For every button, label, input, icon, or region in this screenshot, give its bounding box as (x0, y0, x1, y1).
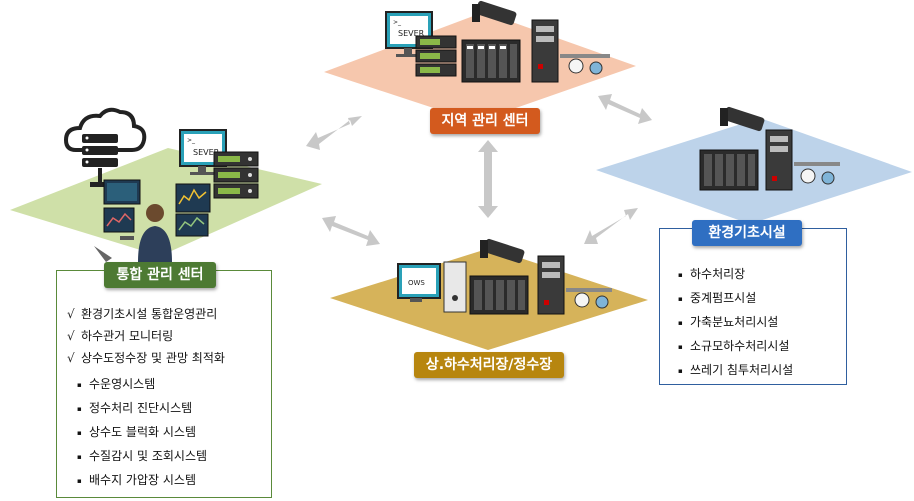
checked-item-text: 상수도정수장 및 관망 최적화 (81, 351, 225, 365)
environment-facilities-info-box: ▪ 하수처리장 ▪ 중계펌프시설 ▪ 가축분뇨처리시설 ▪ 소규모하수처리시설 ▪ 쓰레기… (659, 228, 847, 385)
env-valve-icon (794, 162, 840, 185)
checked-item: √ 환경기초시설 통합운영관리 (67, 305, 225, 327)
arrow-integrated-regional (306, 116, 362, 150)
integrated-sub-list: ▪ 수운영시스템 ▪ 정수처리 진단시스템 ▪ 상수도 블럭화 시스템 ▪ 수질감시 및… (77, 375, 207, 495)
arrow-environment-plant (584, 208, 638, 244)
facility-item: ▪ 하수처리장 (678, 265, 793, 289)
integrated-server-label: SEVER (193, 148, 220, 157)
env-plc-rack-icon (699, 149, 759, 191)
bullet-icon: ▪ (678, 366, 683, 375)
bullet-icon: ▪ (77, 476, 82, 485)
checkmark-icon: √ (67, 329, 75, 343)
environment-facilities-list: ▪ 하수처리장 ▪ 중계펌프시설 ▪ 가축분뇨처리시설 ▪ 소규모하수처리시설 ▪ 쓰레기… (678, 265, 793, 385)
operator-workstation-icon (103, 179, 211, 262)
sub-item: ▪ 수운영시스템 (77, 375, 207, 399)
env-cctv-camera-icon (720, 106, 765, 132)
svg-text:>_: >_ (187, 137, 196, 144)
regional-server-rack-icon (415, 35, 457, 77)
regional-valve-icon (560, 54, 610, 75)
sub-item: ▪ 상수도 블럭화 시스템 (77, 423, 207, 447)
facility-item: ▪ 가축분뇨처리시설 (678, 313, 793, 337)
bullet-icon: ▪ (678, 318, 683, 327)
ows-monitor-icon: OWS (397, 261, 467, 313)
sub-item-text: 수질감시 및 조회시스템 (89, 449, 208, 463)
regional-cctv-camera-icon (472, 0, 517, 26)
arrow-regional-plant (478, 140, 498, 218)
sub-item-text: 상수도 블럭화 시스템 (89, 425, 196, 439)
facility-item-text: 가축분뇨처리시설 (690, 315, 779, 329)
facility-item-text: 소규모하수처리시설 (690, 339, 790, 353)
cloud-server-icon (63, 107, 147, 187)
sub-item: ▪ 정수처리 진단시스템 (77, 399, 207, 423)
bullet-icon: ▪ (77, 452, 82, 461)
environment-facilities-label: 환경기초시설 (692, 220, 802, 246)
plant-valve-icon (566, 288, 612, 309)
env-cabinet-icon (765, 129, 793, 191)
checkmark-icon: √ (67, 307, 75, 321)
bullet-icon: ▪ (77, 380, 82, 389)
sub-item: ▪ 배수지 가압장 시스템 (77, 471, 207, 495)
regional-server-label: SEVER (398, 29, 425, 38)
checked-item: √ 하수관거 모니터링 (67, 327, 225, 349)
facility-item-text: 하수처리장 (690, 267, 746, 281)
facility-item-text: 중계펌프시설 (690, 291, 757, 305)
regional-center-label: 지역 관리 센터 (430, 108, 540, 134)
sub-item-text: 배수지 가압장 시스템 (89, 473, 196, 487)
plant-cctv-camera-icon (480, 238, 525, 264)
regional-cabinet-icon (531, 19, 559, 83)
bullet-icon: ▪ (678, 342, 683, 351)
bullet-icon: ▪ (77, 404, 82, 413)
facility-item-text: 쓰레기 침투처리시설 (690, 363, 794, 377)
plant-plc-rack-icon (469, 275, 529, 315)
checked-item-text: 환경기초시설 통합운영관리 (81, 307, 218, 321)
integrated-center-label: 통합 관리 센터 (104, 262, 216, 288)
svg-text:>_: >_ (393, 19, 402, 26)
ows-label: OWS (408, 279, 425, 287)
integrated-server-monitor-icon: >_ SEVER (179, 129, 227, 175)
integrated-callout-pointer (94, 246, 112, 262)
facility-item: ▪ 중계펌프시설 (678, 289, 793, 313)
integrated-server-rack-icon (213, 151, 259, 199)
treatment-plant-label: 상.하수처리장/정수장 (414, 352, 564, 378)
arrow-regional-environment (598, 94, 652, 124)
regional-plc-rack-icon (461, 39, 521, 83)
checked-item-text: 하수관거 모니터링 (81, 329, 174, 343)
integrated-checked-list: √ 환경기초시설 통합운영관리 √ 하수관거 모니터링 √ 상수도정수장 및 관망 최… (67, 305, 225, 371)
bullet-icon: ▪ (678, 294, 683, 303)
bullet-icon: ▪ (77, 428, 82, 437)
bullet-icon: ▪ (678, 270, 683, 279)
sub-item-text: 정수처리 진단시스템 (89, 401, 193, 415)
facility-item: ▪ 소규모하수처리시설 (678, 337, 793, 361)
facility-item: ▪ 쓰레기 침투처리시설 (678, 361, 793, 385)
sub-item-text: 수운영시스템 (89, 377, 156, 391)
checked-item: √ 상수도정수장 및 관망 최적화 (67, 349, 225, 371)
checkmark-icon: √ (67, 351, 75, 365)
integrated-center-info-box: √ 환경기초시설 통합운영관리 √ 하수관거 모니터링 √ 상수도정수장 및 관망 최… (56, 270, 272, 498)
plant-cabinet-icon (537, 255, 565, 315)
sub-item: ▪ 수질감시 및 조회시스템 (77, 447, 207, 471)
arrow-integrated-plant (322, 216, 380, 246)
